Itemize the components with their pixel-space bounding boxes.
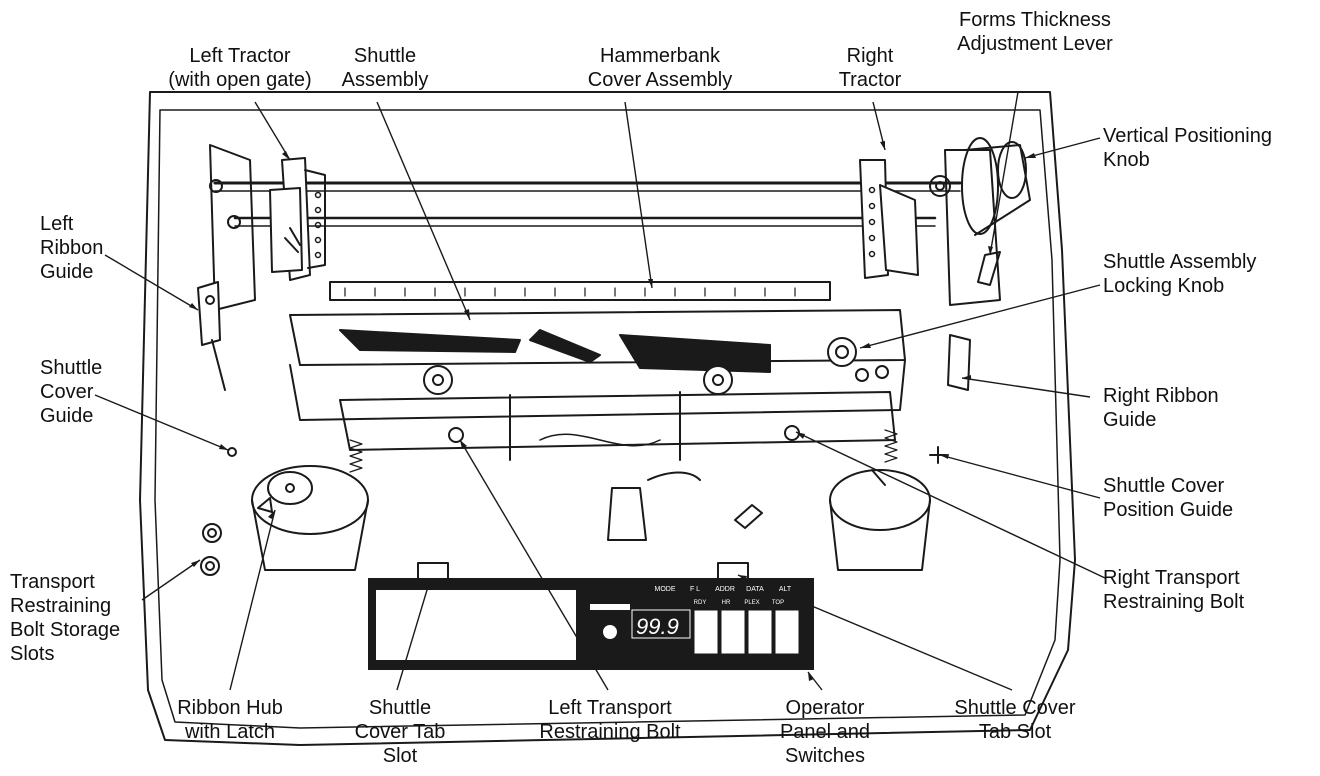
- panel-display-text: 99.9: [636, 614, 679, 639]
- panel-sub-label: TOP: [772, 600, 784, 606]
- vertical-knob: [961, 137, 999, 235]
- leader-locking-knob: [859, 284, 1101, 349]
- panel-indicator-label: DATA: [746, 586, 764, 593]
- label-hammerbank-cover: Hammerbank Cover Assembly: [587, 45, 733, 91]
- leader-left-transport: [459, 439, 609, 691]
- leader-left-ribbon-guide: [104, 254, 199, 311]
- left-side-plate: [209, 144, 256, 311]
- left-transport-bolt: [448, 427, 464, 443]
- panel-divider: [590, 604, 630, 610]
- left-ribbon-guide: [197, 281, 221, 346]
- label-forms-thickness: Forms Thickness Adjustment Lever: [957, 9, 1113, 55]
- leader-forms-thickness: [989, 91, 1019, 256]
- shuttle-cables: [339, 329, 521, 353]
- panel-indicator-label: ALT: [779, 586, 792, 593]
- leader-right-transport: [795, 431, 1106, 579]
- leader-tab-slot-left: [396, 579, 431, 691]
- right-ribbon-guide: [947, 334, 971, 391]
- right-side-plate: [944, 149, 1001, 306]
- operator-panel: 99.9 MODE F L ADDR DATA ALT RDY HR PLEX TOP: [368, 578, 814, 670]
- panel-indicator-label: MODE: [655, 586, 676, 593]
- panel-sub-label: PLEX: [744, 600, 759, 606]
- panel-indicator-label: ADDR: [715, 586, 735, 593]
- panel-switch[interactable]: [720, 609, 746, 655]
- leader-position-guide: [939, 454, 1101, 499]
- label-vertical-positioning: Vertical Positioning Knob: [1103, 125, 1272, 171]
- label-shuttle-cover-tab-slot-right: Shuttle Cover Tab Slot: [954, 697, 1076, 743]
- center-hub: [607, 487, 647, 541]
- locking-knob: [827, 337, 857, 367]
- forms-thickness-lever: [977, 251, 1001, 286]
- leader-hammerbank: [624, 101, 653, 289]
- label-operator-panel: Operator Panel and Switches: [779, 697, 871, 767]
- label-transport-storage: Transport Restraining Bolt Storage Slots: [10, 571, 121, 665]
- panel-switch[interactable]: [693, 609, 719, 655]
- leader-vertical-knob: [1024, 137, 1101, 159]
- label-left-tractor: Left Tractor (with open gate): [168, 45, 312, 91]
- label-shuttle-assembly: Shuttle Assembly: [341, 45, 429, 91]
- carriage: [339, 391, 896, 451]
- storage-slot: [202, 523, 222, 543]
- panel-readout: [631, 609, 691, 639]
- springs: [349, 429, 898, 473]
- leader-shuttle-assembly: [376, 101, 471, 321]
- leader-right-ribbon-guide: [961, 377, 1091, 398]
- label-left-transport-bolt: Left Transport Restraining Bolt: [539, 697, 681, 743]
- label-left-ribbon-guide: Left Ribbon Guide: [40, 213, 104, 283]
- panel-sub-label: HR: [722, 600, 731, 606]
- label-right-transport-bolt: Right Transport Restraining Bolt: [1103, 567, 1245, 613]
- panel-indicators: MODE F L ADDR DATA ALT RDY HR PLEX TOP: [655, 586, 792, 606]
- leader-tab-slot-right: [737, 574, 1013, 691]
- leader-left-tractor: [254, 101, 291, 161]
- chassis-outline: [139, 91, 1076, 746]
- panel-led: [603, 625, 617, 639]
- panel-sub-label: RDY: [694, 600, 707, 606]
- chassis-inner: [154, 109, 1061, 729]
- label-right-tractor: Right Tractor: [838, 45, 902, 91]
- panel-switch[interactable]: [774, 609, 800, 655]
- arrowheads: [189, 141, 1036, 681]
- leader-lines: [94, 91, 1106, 691]
- label-shuttle-cover-tab-slot-left: Shuttle Cover Tab Slot: [354, 697, 446, 767]
- label-shuttle-cover-position-guide: Shuttle Cover Position Guide: [1103, 475, 1234, 521]
- label-shuttle-cover-guide: Shuttle Cover Guide: [40, 357, 103, 427]
- panel-switch[interactable]: [747, 609, 773, 655]
- leader-storage: [141, 559, 201, 601]
- leader-ribbon-hub: [229, 509, 276, 691]
- panel-keys: [693, 609, 800, 655]
- panel-window: [376, 590, 576, 660]
- panel-indicator-label: F L: [690, 586, 700, 593]
- label-ribbon-hub: Ribbon Hub with Latch: [177, 697, 283, 743]
- label-shuttle-locking-knob: Shuttle Assembly Locking Knob: [1103, 251, 1257, 297]
- label-right-ribbon-guide: Right Ribbon Guide: [1103, 385, 1219, 431]
- leader-shuttle-cover-guide: [94, 394, 229, 451]
- shuttle-cover-guide: [227, 447, 237, 457]
